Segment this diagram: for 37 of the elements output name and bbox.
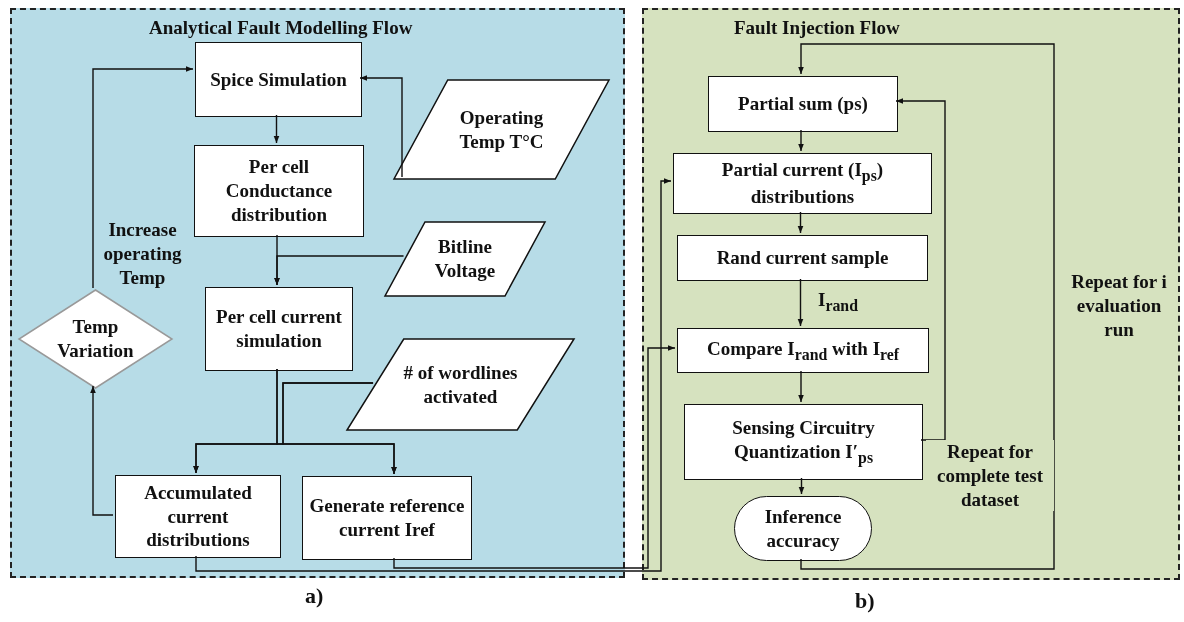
arrow [92,66,194,289]
arrow [274,255,405,286]
arrow [282,382,397,475]
input-parallelogram: Bitline Voltage [385,222,545,296]
panel-title: Analytical Fault Modelling Flow [149,16,413,40]
arrow [797,278,804,327]
flow-panel [10,8,625,578]
arrow [798,370,804,403]
arrow [90,385,114,516]
process-box: Partial current (I$_{ps}$) distributions [673,153,932,214]
process-box: Rand current sample [677,235,928,281]
process-box: Per cell current simulation [205,287,353,371]
arrow [895,98,946,441]
arrow [798,43,1055,570]
process-box: Spice Simulation [195,42,362,117]
process-box: Compare I$_{rand}$ with I$_{ref}$ [677,328,929,373]
process-box: Generate reference current Iref [302,476,472,560]
process-box: Accumulated current distributions [115,475,281,558]
terminal-box: Inference accuracy [734,496,872,561]
flow-panel [642,8,1180,580]
arrow [195,178,672,572]
arrow [393,345,676,569]
arrow [798,129,804,152]
edge-label: Repeat for complete test dataset [926,440,1054,512]
input-parallelogram: # of wordlines activated [347,339,574,430]
input-parallelogram: Operating Temp T°C [394,80,609,179]
arrow [273,114,280,144]
arrow [798,477,805,495]
panel-label: b) [855,588,875,614]
arrow [359,75,403,178]
process-box: Per cell Conductance distribution [194,145,364,237]
panel-label: a) [305,583,324,609]
decision-diamond: Temp Variation [19,290,172,388]
arrow [797,211,804,234]
panel-title: Fault Injection Flow [734,16,900,40]
process-box: Partial sum (ps) [708,76,898,132]
process-box: Sensing Circuitry Quantization I′$_{ps}$ [684,404,923,480]
